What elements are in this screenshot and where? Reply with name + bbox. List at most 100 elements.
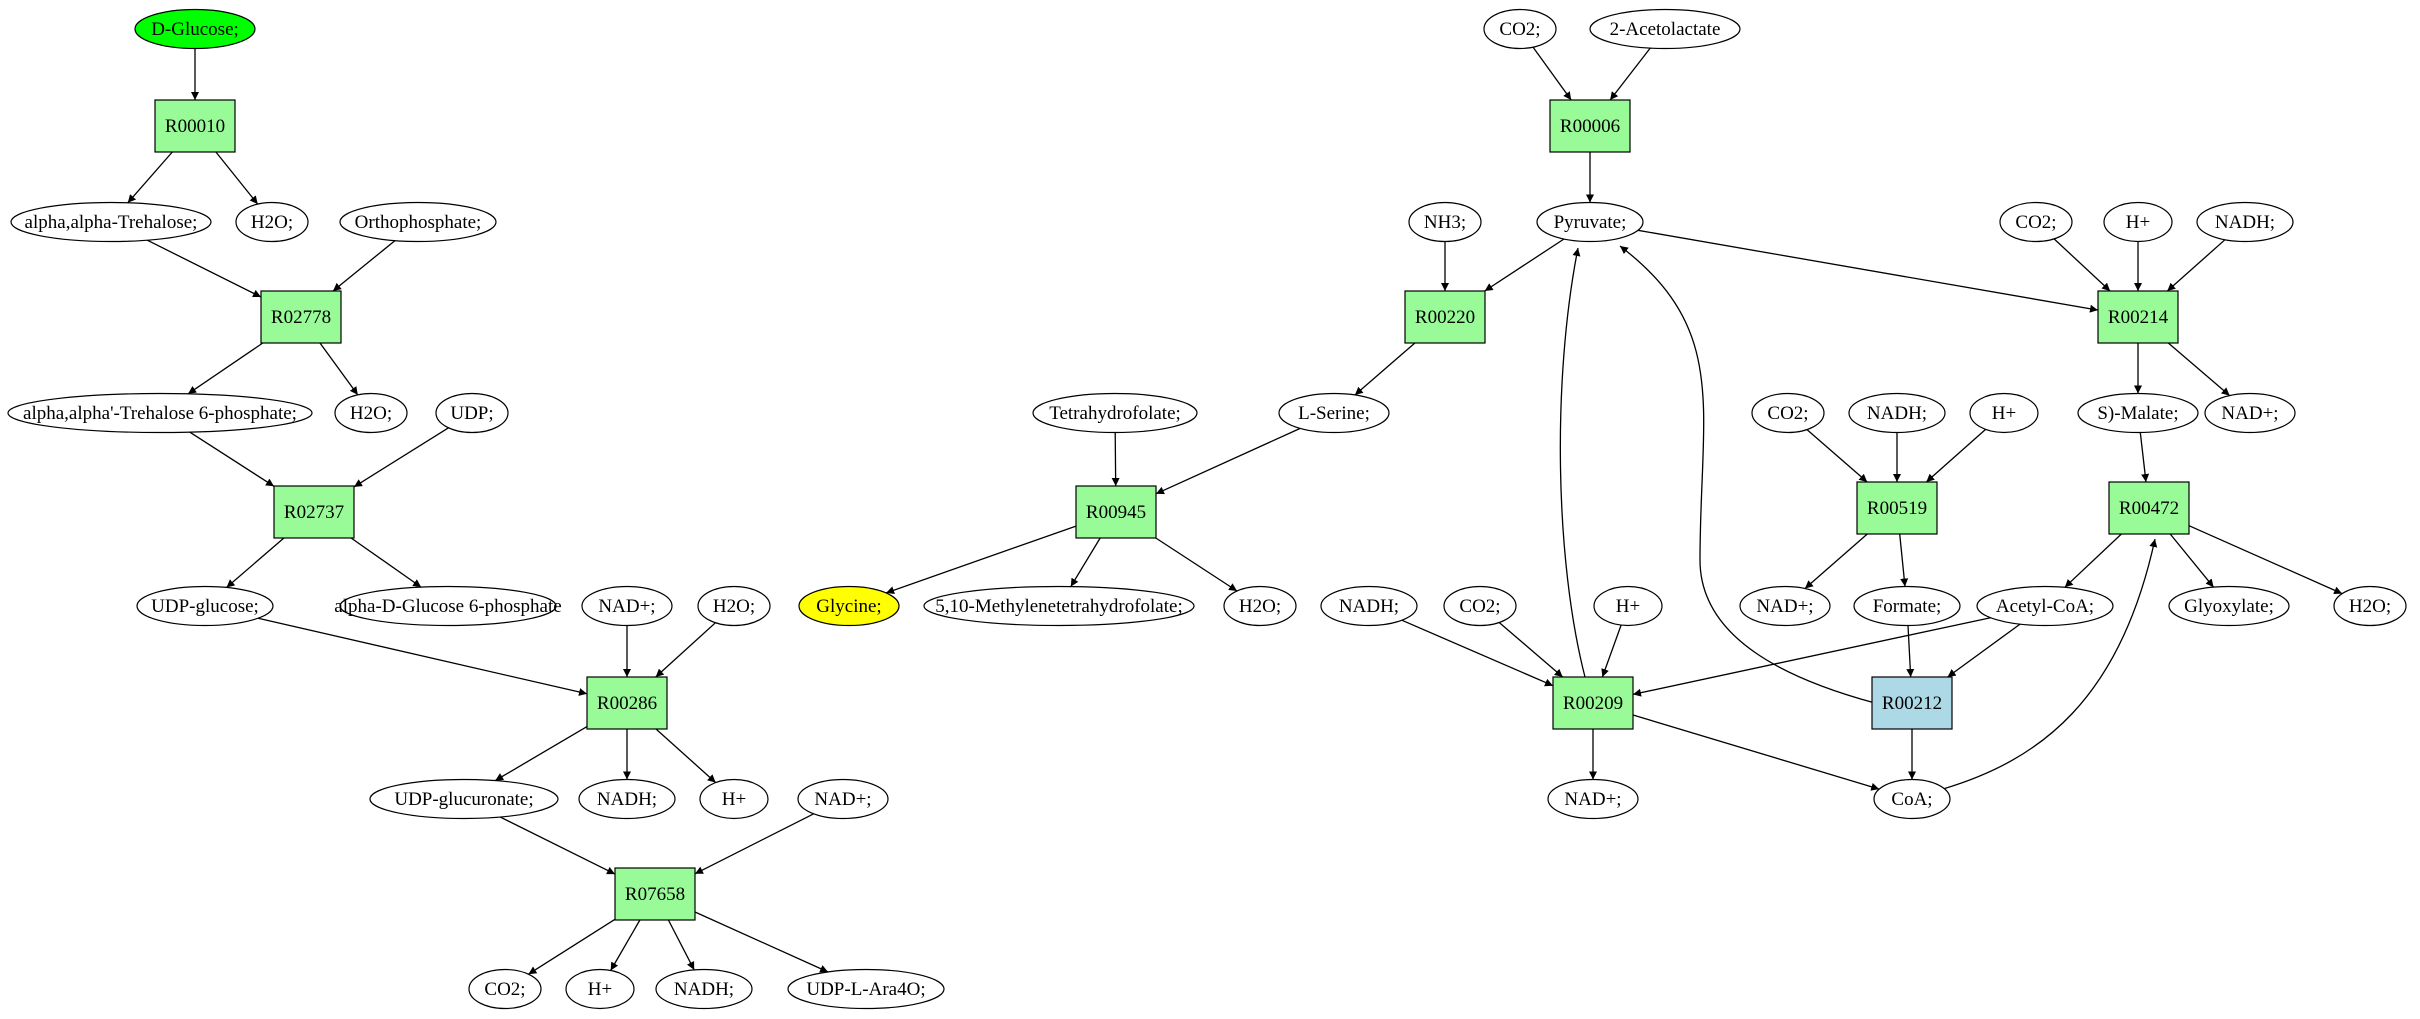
- metabolite-ellipse: [1443, 585, 1517, 627]
- metabolite-node-nadh_5[interactable]: NADH;: [1320, 585, 1418, 627]
- edge-udpglucuronate-to-R07658: [499, 816, 616, 875]
- metabolite-label: NADH;: [674, 979, 734, 1000]
- metabolite-node-dglucose[interactable]: D-Glucose;: [134, 8, 256, 50]
- metabolite-ellipse: [2196, 201, 2294, 243]
- reaction-node-r00945[interactable]: R00945: [1075, 485, 1157, 539]
- reaction-node-r00010[interactable]: R00010: [154, 99, 236, 153]
- metabolite-label: D-Glucose;: [151, 19, 239, 40]
- metabolite-node-glycine[interactable]: Glycine;: [798, 585, 900, 627]
- metabolite-node-udpglucose[interactable]: UDP-glucose;: [136, 585, 274, 627]
- metabolite-node-h2o_1[interactable]: H2O;: [235, 201, 309, 243]
- reaction-box: [1549, 99, 1631, 153]
- edge-trehalose6p-to-R02737: [189, 431, 275, 487]
- metabolite-node-coa[interactable]: CoA;: [1873, 778, 1951, 820]
- metabolite-ellipse: [1751, 392, 1825, 434]
- reaction-node-r07658[interactable]: R07658: [614, 867, 696, 921]
- metabolite-label: Formate;: [1873, 596, 1942, 617]
- metabolite-node-acetylcoa[interactable]: Acetyl-CoA;: [1976, 585, 2114, 627]
- metabolite-node-nh3[interactable]: NH3;: [1408, 201, 1482, 243]
- metabolite-ellipse: [1320, 585, 1418, 627]
- metabolite-ellipse: [697, 585, 771, 627]
- metabolite-node-trehalose6p[interactable]: alpha,alpha'-Trehalose 6-phosphate;: [7, 392, 313, 434]
- metabolite-node-smalate[interactable]: S)-Malate;: [2077, 392, 2199, 434]
- metabolite-ellipse: [1848, 392, 1946, 434]
- reaction-node-r02778[interactable]: R02778: [260, 290, 342, 344]
- metabolite-node-udp[interactable]: UDP;: [435, 392, 509, 434]
- reaction-node-r02737[interactable]: R02737: [273, 485, 355, 539]
- metabolite-node-nadp_5[interactable]: NAD+;: [1547, 778, 1639, 820]
- metabolite-ellipse: [468, 968, 542, 1010]
- metabolite-ellipse: [235, 201, 309, 243]
- metabolite-ellipse: [1536, 201, 1644, 243]
- reaction-label: R00209: [1563, 693, 1623, 714]
- metabolite-node-nadh_3[interactable]: NADH;: [2196, 201, 2294, 243]
- metabolite-node-co2_4[interactable]: CO2;: [1751, 392, 1825, 434]
- metabolite-label: UDP-glucuronate;: [394, 789, 533, 810]
- metabolite-node-hp_1[interactable]: H+: [699, 778, 769, 820]
- metabolite-ellipse: [134, 8, 256, 50]
- metabolite-node-co2_3[interactable]: CO2;: [1999, 201, 2073, 243]
- metabolite-node-nadp_2[interactable]: NAD+;: [797, 778, 889, 820]
- metabolite-node-hp_2[interactable]: H+: [565, 968, 635, 1010]
- metabolite-label: H2O;: [713, 596, 755, 617]
- metabolite-label: NADH;: [1867, 403, 1927, 424]
- metabolite-node-nadh_4[interactable]: NADH;: [1848, 392, 1946, 434]
- metabolite-node-methylenethf[interactable]: 5,10-Methylenetetrahydrofolate;: [923, 585, 1195, 627]
- metabolite-node-nadh_1[interactable]: NADH;: [578, 778, 676, 820]
- reaction-node-r00209[interactable]: R00209: [1552, 676, 1634, 730]
- metabolite-node-nadp_4[interactable]: NAD+;: [1739, 585, 1831, 627]
- metabolite-node-co2_1[interactable]: CO2;: [468, 968, 542, 1010]
- metabolite-node-hp_5[interactable]: H+: [1593, 585, 1663, 627]
- edge-R00010-to-trehalose: [127, 151, 173, 204]
- edge-acetolactate-to-R00006: [1609, 47, 1651, 101]
- metabolite-node-glyoxylate[interactable]: Glyoxylate;: [2168, 585, 2290, 627]
- metabolite-ellipse: [1408, 201, 1482, 243]
- metabolite-node-thf[interactable]: Tetrahydrofolate;: [1032, 392, 1198, 434]
- edge-R02737-to-glucose6p: [350, 537, 422, 588]
- edge-co2_4-to-R00519: [1806, 429, 1868, 483]
- metabolite-ellipse: [334, 392, 408, 434]
- metabolite-label: Orthophosphate;: [355, 212, 482, 233]
- reaction-node-r00519[interactable]: R00519: [1856, 481, 1938, 535]
- reaction-node-r00220[interactable]: R00220: [1404, 290, 1486, 344]
- reaction-node-r00286[interactable]: R00286: [586, 676, 668, 730]
- metabolite-node-hp_4[interactable]: H+: [1969, 392, 2039, 434]
- metabolite-node-udpglucuronate[interactable]: UDP-glucuronate;: [369, 778, 559, 820]
- metabolite-node-nadp_1[interactable]: NAD+;: [581, 585, 673, 627]
- metabolite-ellipse: [1873, 778, 1951, 820]
- metabolite-node-udplara[interactable]: UDP-L-Ara4O;: [787, 968, 945, 1010]
- metabolite-label: H2O;: [2349, 596, 2391, 617]
- metabolite-node-lserine[interactable]: L-Serine;: [1278, 392, 1390, 434]
- metabolite-node-h2o_5[interactable]: H2O;: [2333, 585, 2407, 627]
- metabolite-node-h2o_2[interactable]: H2O;: [334, 392, 408, 434]
- metabolite-node-formate[interactable]: Formate;: [1853, 585, 1961, 627]
- edge-hp_4-to-R00519: [1925, 428, 1987, 483]
- edge-R00519-to-nadp_4: [1804, 533, 1868, 589]
- reaction-node-r00472[interactable]: R00472: [2108, 481, 2190, 535]
- metabolite-node-acetolactate[interactable]: 2-Acetolactate: [1589, 8, 1741, 50]
- metabolite-node-trehalose[interactable]: alpha,alpha-Trehalose;: [10, 201, 212, 243]
- metabolite-node-co2_2[interactable]: CO2;: [1483, 8, 1557, 50]
- metabolite-ellipse: [2168, 585, 2290, 627]
- metabolite-ellipse: [1593, 585, 1663, 627]
- metabolite-node-pyruvate[interactable]: Pyruvate;: [1536, 201, 1644, 243]
- metabolite-node-nadh_2[interactable]: NADH;: [655, 968, 753, 1010]
- metabolite-node-co2_5[interactable]: CO2;: [1443, 585, 1517, 627]
- metabolite-ellipse: [2077, 392, 2199, 434]
- reaction-box: [2097, 290, 2179, 344]
- metabolite-label: UDP;: [450, 403, 493, 424]
- metabolite-node-nadp_3[interactable]: NAD+;: [2204, 392, 2296, 434]
- metabolite-node-glucose6p[interactable]: alpha-D-Glucose 6-phosphate: [334, 585, 562, 627]
- metabolite-node-h2o_3[interactable]: H2O;: [697, 585, 771, 627]
- metabolite-node-orthophosphate[interactable]: Orthophosphate;: [339, 201, 497, 243]
- reaction-label: R00472: [2119, 498, 2179, 519]
- reaction-node-r00212[interactable]: R00212: [1871, 676, 1953, 730]
- metabolite-node-h2o_4[interactable]: H2O;: [1223, 585, 1297, 627]
- reaction-label: R00212: [1882, 693, 1942, 714]
- reaction-node-r00214[interactable]: R00214: [2097, 290, 2179, 344]
- metabolite-label: Glyoxylate;: [2184, 596, 2274, 617]
- metabolite-node-hp_3[interactable]: H+: [2103, 201, 2173, 243]
- reaction-node-r00006[interactable]: R00006: [1549, 99, 1631, 153]
- edge-R00286-to-hp_1: [655, 728, 717, 784]
- reaction-box: [1856, 481, 1938, 535]
